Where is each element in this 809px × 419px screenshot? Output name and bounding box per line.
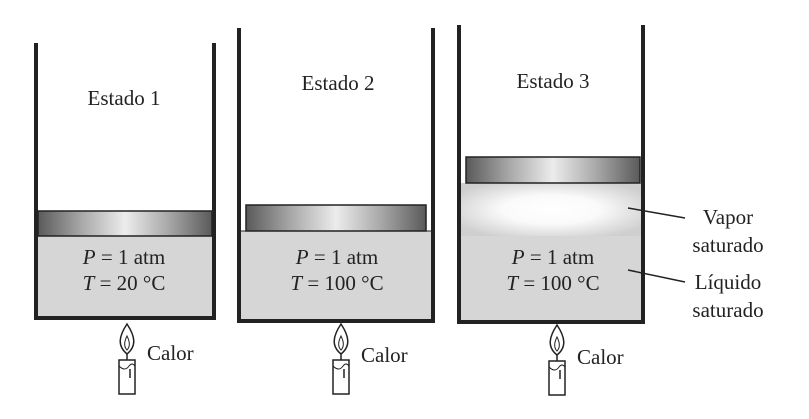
cylinder-wall: [34, 43, 216, 320]
vapor-leader-line: [627, 207, 686, 219]
liquid-region: [38, 236, 212, 316]
temperature-label: T = 100 °C: [506, 271, 599, 295]
liquid-leader-line: [627, 269, 686, 283]
state-title: Estado 1: [88, 86, 161, 110]
piston: [465, 156, 641, 184]
pressure-label: P = 1 atm: [295, 245, 378, 269]
liquid-callout: Líquido saturado: [627, 269, 764, 322]
cylinder-wall: [237, 28, 435, 323]
piston: [37, 210, 213, 237]
vapor-label-line2: saturado: [692, 233, 763, 257]
vapor-callout: Vapor saturado: [627, 205, 764, 257]
state-title: Estado 3: [517, 69, 590, 93]
state-title: Estado 2: [302, 71, 375, 95]
liquid-label-line2: saturado: [692, 298, 763, 322]
pressure-label: P = 1 atm: [511, 245, 594, 269]
candle-icon: [548, 323, 566, 396]
vapor-label-line1: Vapor: [703, 205, 753, 229]
liquid-region: [461, 236, 641, 320]
cylinder-state-3: Estado 3 P = 1 atm T = 100 °C: [457, 25, 645, 324]
heat-label: Calor: [577, 345, 624, 369]
cylinder-state-2: Estado 2 P = 1 atm T = 100 °C: [237, 28, 435, 323]
heat-label: Calor: [147, 341, 194, 365]
heat-label: Calor: [361, 343, 408, 367]
pressure-label: P = 1 atm: [82, 245, 165, 269]
candle-icon: [118, 322, 136, 395]
temperature-label: T = 20 °C: [83, 271, 166, 295]
piston: [245, 204, 427, 232]
cylinder-wall: [457, 25, 645, 324]
temperature-label: T = 100 °C: [290, 271, 383, 295]
vapor-region: [461, 183, 641, 236]
liquid-region: [241, 231, 431, 319]
liquid-label-line1: Líquido: [695, 270, 762, 294]
cylinder-state-1: Estado 1 P = 1 atm T = 20 °C: [34, 43, 216, 320]
candle-icon: [332, 322, 350, 395]
